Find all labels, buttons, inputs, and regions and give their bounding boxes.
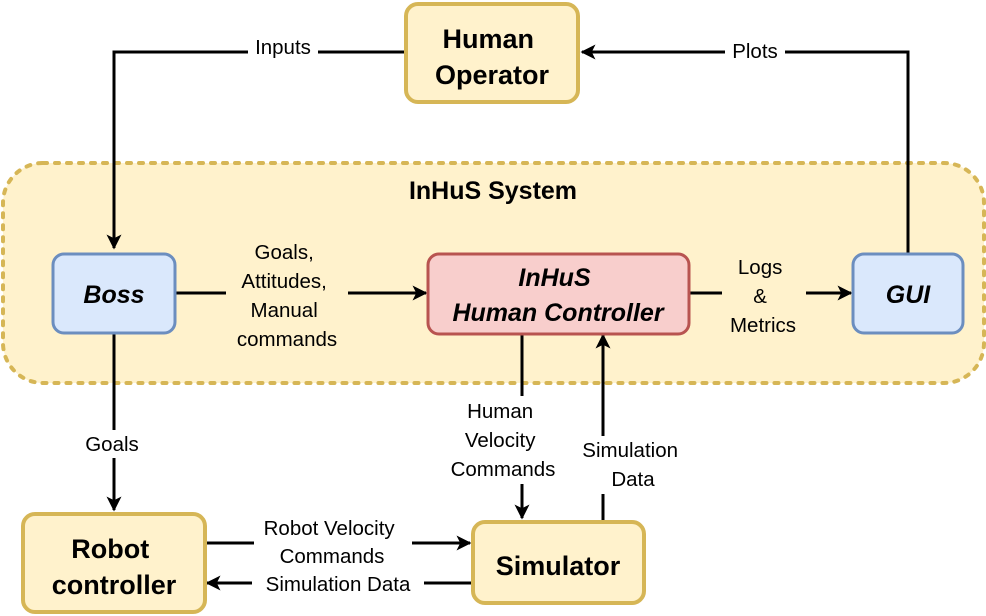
label-simulation-data-left: Simulation Data [266,573,411,596]
nodes: Human Operator Boss InHuS Human Controll… [21,2,965,614]
label-human-velocity: Human Velocity Commands [451,400,556,481]
edge-plots [580,44,910,254]
robot-controller-line1: Robot [71,534,149,564]
robot-controller-line2: controller [52,570,177,600]
human-operator-line1: Human [442,24,534,54]
edge-labels: Inputs Plots Goals, Attitudes, Manual co… [78,35,806,598]
label-goals: Goals [85,433,139,456]
label-plots: Plots [732,40,778,63]
human-operator-line2: Operator [435,60,550,90]
controller-line2: Human Controller [452,299,664,327]
label-logs-metrics: Logs & Metrics [730,256,796,337]
svg-text:Robot controller: Robot controller [52,534,177,600]
inhus-system-title: InHuS System [409,177,577,205]
boss-label: Boss [83,281,144,309]
gui-label: GUI [886,281,932,309]
simulator-label: Simulator [496,551,621,581]
node-human-operator: Human Operator [404,2,580,104]
label-simulation-data-up: Simulation Data [582,439,683,491]
node-human-controller: InHuS Human Controller [426,252,691,336]
label-inputs: Inputs [255,36,311,59]
node-robot-controller: Robot controller [21,512,207,614]
node-gui: GUI [851,252,965,335]
label-robot-velocity: Robot Velocity Commands [264,517,401,568]
label-goals-attitudes: Goals, Attitudes, Manual commands [237,241,337,351]
node-simulator: Simulator [471,520,646,605]
svg-text:InHuS Human Controller: InHuS Human Controller [452,264,664,327]
node-boss: Boss [51,252,177,335]
svg-text:Human Operator: Human Operator [435,24,550,90]
controller-line1: InHuS [518,264,591,292]
